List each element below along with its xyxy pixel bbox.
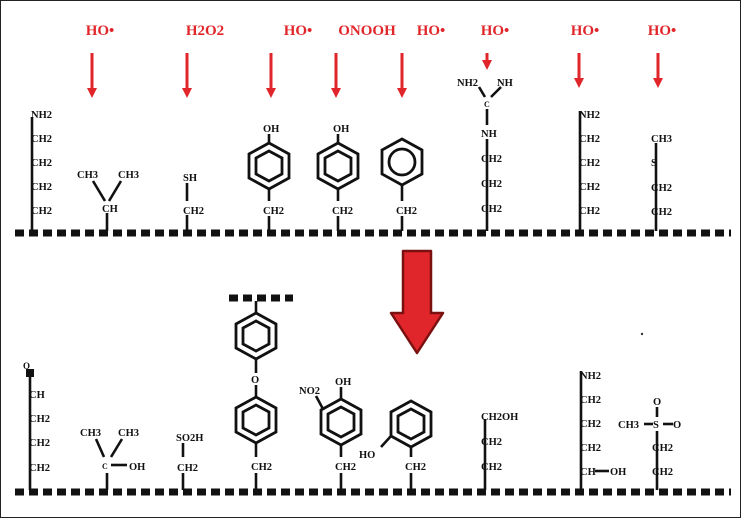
lys-before: NH2 CH2 CH2 CH2 CH2	[30, 110, 52, 231]
svg-text:CH2: CH2	[332, 206, 353, 217]
svg-text:CH3: CH3	[77, 170, 98, 181]
svg-text:NH2: NH2	[579, 110, 600, 121]
svg-text:OH: OH	[263, 124, 279, 135]
oxidant-labels: HO• H2O2 HO• ONOOH HO• HO• HO• HO•	[86, 23, 677, 39]
svg-text:CH2: CH2	[263, 206, 284, 217]
svg-text:CH3: CH3	[618, 420, 639, 431]
svg-text:CH2: CH2	[481, 437, 502, 448]
phe-before: CH2	[380, 137, 424, 231]
svg-text:OH: OH	[335, 377, 351, 388]
svg-text:CH2: CH2	[396, 206, 417, 217]
svg-text:CH2: CH2	[651, 183, 672, 194]
svg-text:CH3: CH3	[118, 170, 139, 181]
svg-text:CH2: CH2	[580, 395, 601, 406]
svg-text:CH2: CH2	[580, 443, 601, 454]
svg-text:CH2OH: CH2OH	[481, 412, 518, 423]
oxidant-tyr2: ONOOH	[338, 23, 396, 39]
svg-text:CH2: CH2	[652, 443, 673, 454]
cys-after: SO2H CH2	[176, 433, 203, 490]
svg-text:CH2: CH2	[29, 463, 50, 474]
svg-text:NH: NH	[481, 129, 497, 140]
hydroxyphe-after: HO CH2	[359, 399, 433, 490]
lys2-after: NH2 CH2 CH2 CH2 CH OH	[579, 371, 626, 490]
svg-text:SO2H: SO2H	[176, 433, 203, 444]
dityrosine-after: O CH2	[229, 294, 293, 490]
arg-after: CH2OH CH2 CH2	[481, 412, 518, 490]
cys-before: SH CH2	[183, 173, 204, 231]
met-after: CH3 S O O CH2 CH2	[618, 397, 681, 490]
svg-text:CH2: CH2	[481, 179, 502, 190]
svg-text:NH2: NH2	[457, 78, 478, 89]
tyr2-before: OH CH2	[316, 124, 360, 231]
svg-text:CH2: CH2	[651, 207, 672, 218]
val-after: CH3 CH3 C OH	[80, 428, 145, 490]
svg-text:HO: HO	[359, 450, 375, 461]
svg-text:CH2: CH2	[29, 438, 50, 449]
svg-text:OH: OH	[129, 462, 145, 473]
svg-text:O: O	[251, 375, 259, 386]
oxidant-phe: HO•	[417, 23, 446, 39]
svg-text:CH2: CH2	[652, 467, 673, 478]
svg-text:CH2: CH2	[31, 206, 52, 217]
lys2-before: NH2 CH2 CH2 CH2 CH2	[578, 110, 600, 231]
svg-text:CH3: CH3	[651, 134, 672, 145]
svg-text:CH2: CH2	[251, 462, 272, 473]
svg-text:CH2: CH2	[580, 419, 601, 430]
oxidant-arg: HO•	[481, 23, 510, 39]
transition-arrow	[389, 249, 445, 355]
tyr-before: OH CH2	[247, 124, 291, 231]
svg-text:CH2: CH2	[579, 206, 600, 217]
svg-text:CH2: CH2	[31, 158, 52, 169]
svg-text:CH2: CH2	[579, 158, 600, 169]
attack-arrows	[87, 53, 663, 98]
svg-text:NH: NH	[497, 78, 513, 89]
svg-text:CH2: CH2	[31, 182, 52, 193]
svg-text:C: C	[102, 462, 108, 471]
met-before: CH3 S CH2 CH2	[651, 134, 672, 231]
svg-text:CH2: CH2	[579, 182, 600, 193]
nitrotyrosine-after: NO2 OH CH2	[299, 377, 363, 490]
svg-text:CH3: CH3	[118, 428, 139, 439]
svg-text:S: S	[651, 158, 657, 169]
oxidant-lys: HO•	[86, 23, 115, 39]
oxidant-tyr: HO•	[284, 23, 313, 39]
speck	[640, 332, 644, 336]
svg-text:S: S	[653, 420, 659, 431]
svg-text:CH2: CH2	[335, 462, 356, 473]
svg-text:CH2: CH2	[29, 414, 50, 425]
oxidant-lys2: HO•	[571, 23, 600, 39]
oxidant-met: HO•	[648, 23, 677, 39]
svg-text:C: C	[484, 100, 490, 109]
svg-text:CH3: CH3	[80, 428, 101, 439]
svg-text:OH: OH	[333, 124, 349, 135]
oxidant-cys: H2O2	[186, 23, 224, 39]
svg-text:CH2: CH2	[481, 462, 502, 473]
svg-text:CH2: CH2	[579, 134, 600, 145]
svg-text:CH2: CH2	[31, 134, 52, 145]
svg-text:CH2: CH2	[177, 463, 198, 474]
svg-text:O: O	[23, 361, 30, 371]
lys-after: O CH CH2 CH2 CH2	[23, 361, 50, 490]
svg-text:CH: CH	[580, 467, 596, 478]
svg-text:O: O	[673, 420, 681, 431]
svg-text:CH2: CH2	[481, 204, 502, 215]
val-before: CH3 CH3 CH	[77, 170, 139, 231]
svg-text:NO2: NO2	[299, 386, 320, 397]
svg-text:OH: OH	[610, 467, 626, 478]
svg-text:NH2: NH2	[580, 371, 601, 382]
svg-text:CH2: CH2	[481, 154, 502, 165]
svg-text:O: O	[653, 397, 661, 408]
arg-before: NH2 NH C NH CH2 CH2 CH2	[457, 78, 513, 231]
svg-text:NH2: NH2	[31, 110, 52, 121]
svg-text:CH: CH	[102, 204, 118, 215]
svg-text:SH: SH	[183, 173, 197, 184]
svg-text:CH: CH	[29, 390, 45, 401]
svg-text:CH2: CH2	[405, 462, 426, 473]
svg-text:CH2: CH2	[183, 206, 204, 217]
